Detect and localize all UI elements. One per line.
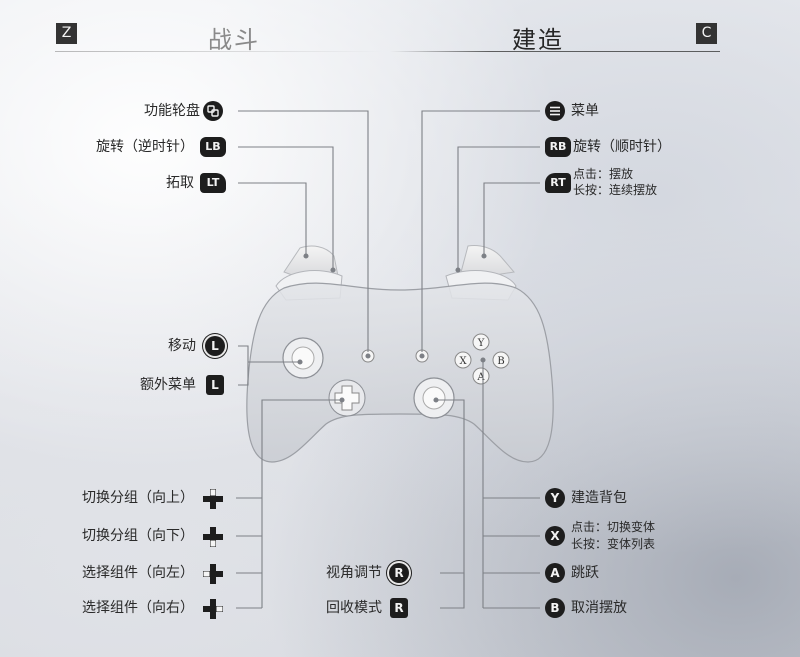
dpad-right-icon bbox=[202, 598, 224, 620]
left-tab-key[interactable]: Z bbox=[56, 23, 77, 44]
left-stick-press-icon: L bbox=[206, 375, 224, 395]
right-tab-key[interactable]: C bbox=[696, 23, 717, 44]
lb-button-icon: LB bbox=[200, 137, 226, 157]
label-x-click: 点击：切换变体 bbox=[571, 520, 656, 534]
tab-divider-left bbox=[55, 51, 385, 52]
label-function-wheel: 功能轮盘 bbox=[144, 103, 200, 119]
label-pickup: 拓取 bbox=[166, 175, 194, 191]
dpad-up-icon bbox=[202, 488, 224, 510]
x-button-icon: X bbox=[545, 526, 565, 546]
tab-active-underline bbox=[390, 51, 720, 52]
label-menu: 菜单 bbox=[571, 103, 599, 119]
dpad-left-icon bbox=[202, 563, 224, 585]
label-recycle-mode: 回收模式 bbox=[326, 600, 382, 616]
right-stick-press-icon: R bbox=[390, 598, 408, 618]
face-b-label: B bbox=[497, 356, 504, 367]
rt-button-icon: RT bbox=[545, 173, 571, 193]
label-component-left: 选择组件（向左） bbox=[82, 565, 194, 581]
label-group-up: 切换分组（向上） bbox=[82, 490, 194, 506]
menu-icon bbox=[545, 101, 565, 121]
label-move: 移动 bbox=[168, 338, 196, 354]
tab-combat[interactable]: 战斗 bbox=[208, 26, 260, 54]
label-rt-click: 点击：摆放 bbox=[573, 167, 634, 181]
label-rt-hold: 长按：连续摆放 bbox=[573, 183, 658, 197]
b-button-icon: B bbox=[545, 598, 565, 618]
face-a-label: A bbox=[476, 372, 485, 383]
label-rotate-cw: 旋转（顺时针） bbox=[573, 139, 671, 155]
label-camera-adjust: 视角调节 bbox=[326, 565, 382, 581]
label-extra-menu: 额外菜单 bbox=[140, 377, 196, 393]
label-component-right: 选择组件（向右） bbox=[82, 600, 194, 616]
wheel-icon bbox=[203, 101, 223, 121]
a-button-icon: A bbox=[545, 563, 565, 583]
label-jump: 跳跃 bbox=[571, 565, 599, 581]
label-rotate-ccw: 旋转（逆时针） bbox=[96, 139, 194, 155]
label-x-hold: 长按：变体列表 bbox=[571, 537, 656, 551]
lt-button-icon: LT bbox=[200, 173, 226, 193]
dpad-down-icon bbox=[202, 526, 224, 548]
tab-build[interactable]: 建造 bbox=[512, 26, 564, 54]
label-cancel-place: 取消摆放 bbox=[571, 600, 627, 616]
label-build-bag: 建造背包 bbox=[571, 490, 627, 506]
left-stick-icon: L bbox=[205, 336, 225, 356]
face-y-label: Y bbox=[477, 338, 485, 349]
y-button-icon: Y bbox=[545, 488, 565, 508]
label-group-down: 切换分组（向下） bbox=[82, 528, 194, 544]
rb-button-icon: RB bbox=[545, 137, 571, 157]
face-x-label: X bbox=[459, 356, 467, 367]
right-stick-icon: R bbox=[389, 563, 409, 583]
